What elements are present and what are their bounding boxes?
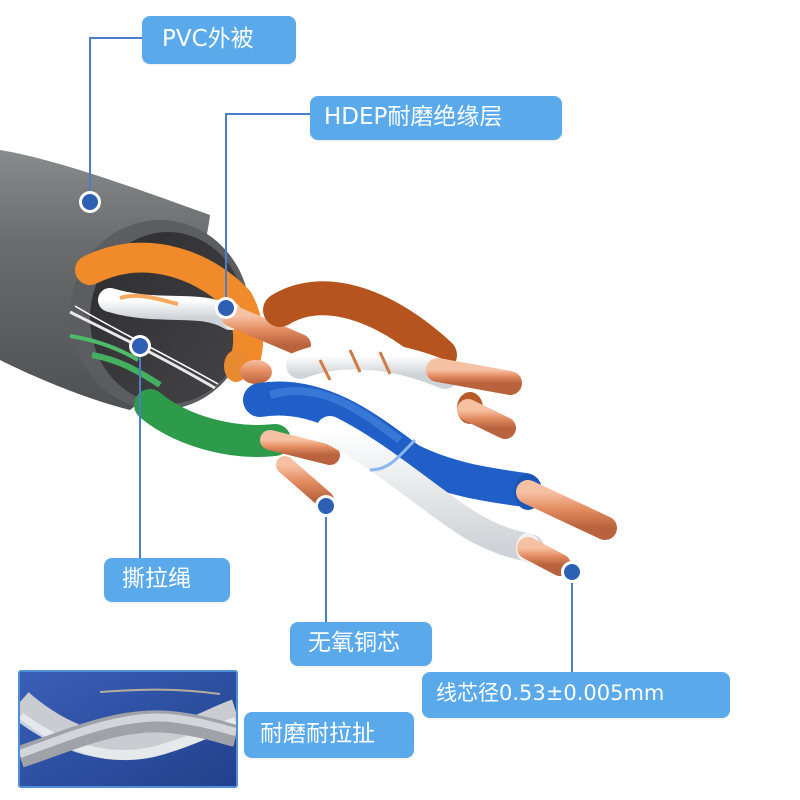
hdep-insulation-label: HDEP耐磨绝缘层 xyxy=(310,96,562,140)
twisted-wire-closeup xyxy=(20,672,236,786)
leader-dots xyxy=(79,191,583,583)
oxygen-free-copper-label: 无氧铜芯 xyxy=(290,622,432,666)
leader-lines xyxy=(89,37,573,672)
brown-pair xyxy=(263,281,522,439)
wear-resistance-inset-image xyxy=(18,670,238,788)
pvc-jacket-label: PVC外被 xyxy=(142,16,296,64)
blue-pair xyxy=(243,381,617,576)
wear-pull-resistant-label: 耐磨耐拉扯 xyxy=(244,712,414,758)
rip-cord-label: 撕拉绳 xyxy=(104,558,230,602)
green-pair xyxy=(69,334,340,509)
core-diameter-label: 线芯径0.53±0.005mm xyxy=(422,672,730,718)
